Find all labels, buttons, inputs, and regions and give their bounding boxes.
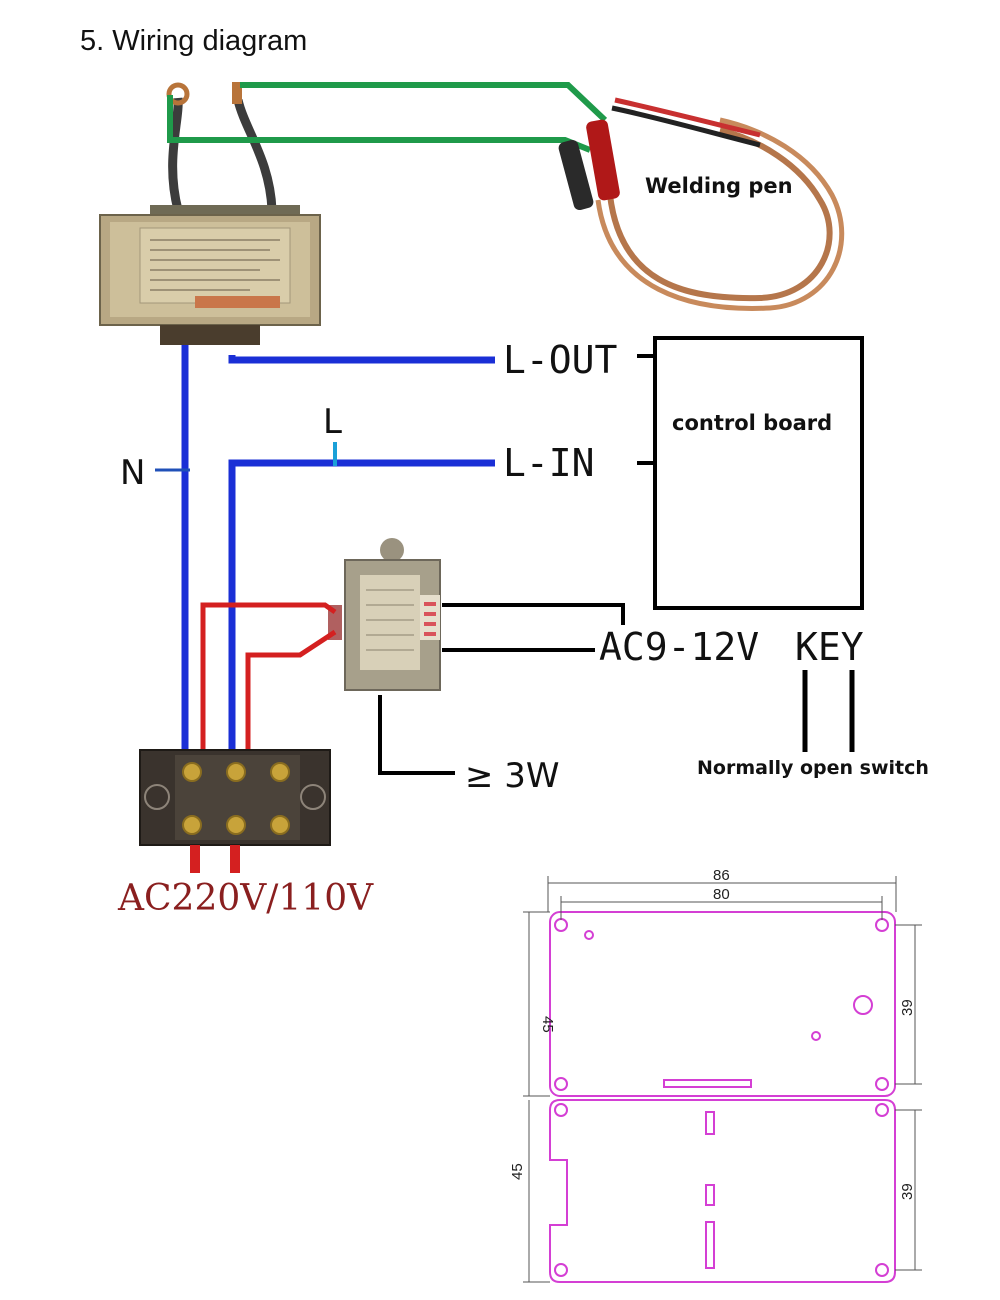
pcb-drawing [549, 911, 896, 1283]
dim-height-left-bottom: 45 [509, 1163, 526, 1180]
terminal-block [139, 749, 331, 873]
welding-pen-label: Welding pen [645, 174, 793, 198]
dim-height-left-top: 45 [539, 1016, 556, 1033]
switch-label: Normally open switch [697, 757, 929, 779]
mains-voltage-label: AC220V/110V [117, 878, 374, 919]
main-transformer [99, 82, 321, 345]
page-title: 5. Wiring diagram [80, 25, 307, 57]
n-label: N [120, 453, 145, 493]
mains-wires [181, 345, 495, 770]
dim-height-right-top: 39 [899, 999, 916, 1016]
primary-wires [200, 602, 337, 770]
key-label: KEY [795, 625, 864, 669]
dim-width-holes: 80 [713, 886, 730, 903]
l-in-label: L-IN [503, 441, 595, 485]
dim-width-outer: 86 [713, 867, 730, 884]
dim-height-right-bottom: 39 [899, 1183, 916, 1200]
control-board-box [653, 336, 864, 610]
ac-low-label: AC9-12V [599, 625, 759, 669]
power-label: ≥ 3W [465, 756, 560, 796]
switch-wires [802, 670, 855, 752]
secondary-wires [378, 603, 625, 775]
l-out-label: L-OUT [503, 338, 617, 382]
dimension-lines [523, 876, 922, 1283]
l-label: L [323, 402, 342, 442]
control-board-label: control board [672, 411, 832, 435]
small-transformer [328, 538, 441, 691]
welding-pen-graphic [558, 97, 845, 311]
